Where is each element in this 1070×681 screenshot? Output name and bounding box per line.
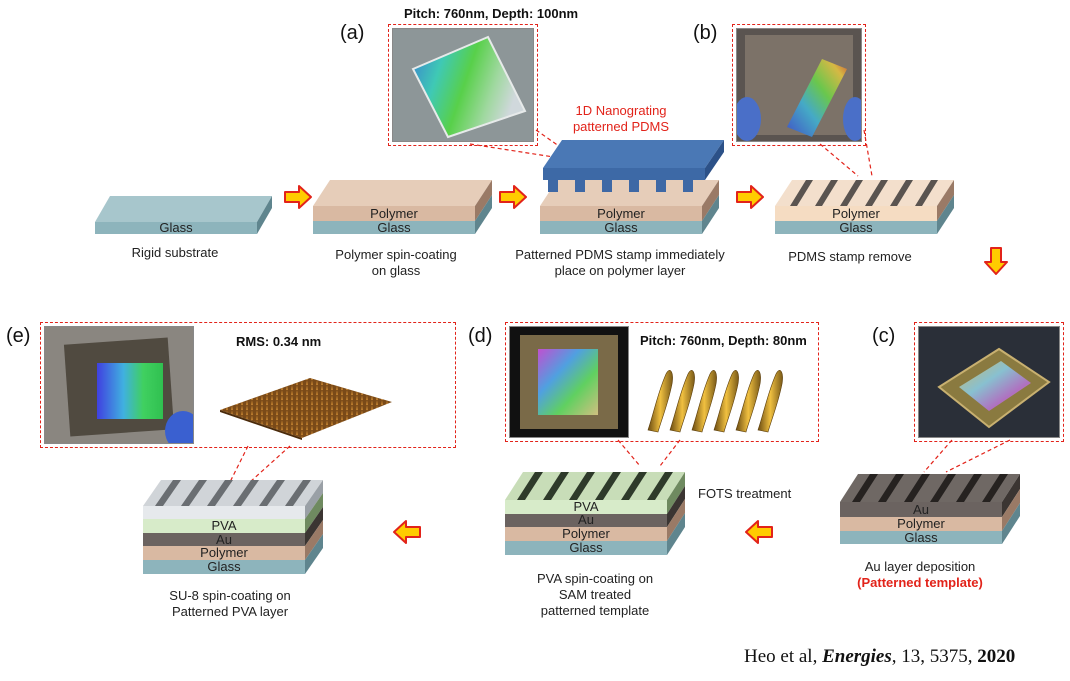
citation-volume: , 13, 5375, xyxy=(891,646,978,667)
caption-fots: FOTS treatment xyxy=(698,486,792,501)
caption-su8-spin: SU-8 spin-coating on Patterned PVA layer xyxy=(130,588,330,620)
layer-polymer-5: Polymer xyxy=(897,516,945,531)
stack-pva xyxy=(505,472,685,555)
caption-au-deposition: Au layer deposition (Patterned template) xyxy=(840,559,1000,591)
stack-au-template xyxy=(840,474,1020,544)
layer-glass-5: Glass xyxy=(904,530,938,545)
arrow-step-1 xyxy=(284,185,312,209)
layer-pva-6: PVA xyxy=(573,499,598,514)
photo-frame-e xyxy=(40,322,456,448)
caption-polymer-spin: Polymer spin-coating on glass xyxy=(306,247,486,279)
caption-pdms-place-2: place on polymer layer xyxy=(554,263,686,278)
photo-grating-b xyxy=(736,28,862,142)
layer-au-6: Au xyxy=(578,512,594,527)
caption-pdms-place-1: Patterned PDMS stamp immediately xyxy=(515,247,725,262)
panel-label-c: (c) xyxy=(872,325,896,347)
afm-surface-e xyxy=(220,378,392,440)
arrow-step-5 xyxy=(745,520,773,544)
layer-glass-2: Glass xyxy=(377,220,411,235)
pva-sample-image xyxy=(510,327,628,437)
citation-year: 2020 xyxy=(977,646,1016,667)
caption-au-deposition-1: Au layer deposition xyxy=(864,559,976,574)
pitch-depth-a: Pitch: 760nm, Depth: 100nm xyxy=(404,6,579,21)
layer-glass-3: Glass xyxy=(604,220,638,235)
arrow-step-6 xyxy=(393,520,421,544)
photo-pva-d xyxy=(509,326,629,438)
layer-glass-4: Glass xyxy=(839,220,873,235)
caption-polymer-spin-2: on glass xyxy=(371,263,421,278)
stack-polymer-glass xyxy=(313,180,492,234)
photo-template-c xyxy=(918,326,1060,438)
photo-frame-a xyxy=(388,24,538,146)
layer-polymer-6: Polymer xyxy=(562,526,610,541)
pdms-label: 1D Nanograting patterned PDMS xyxy=(556,103,686,135)
stack-rigid-substrate xyxy=(95,196,272,234)
panel-label-d: (d) xyxy=(468,325,493,347)
pdms-stamp-image xyxy=(737,29,861,141)
photo-frame-c xyxy=(914,322,1064,442)
pdms-label-line2: patterned PDMS xyxy=(572,119,670,134)
caption-su8-spin-1: SU-8 spin-coating on xyxy=(169,588,291,603)
caption-rigid-substrate: Rigid substrate xyxy=(131,245,219,260)
photo-grating-a xyxy=(392,28,534,142)
su8-sample-image xyxy=(45,327,193,443)
layer-au-7: Au xyxy=(216,532,232,547)
panel-label-e: (e) xyxy=(6,325,31,347)
layer-polymer-2: Polymer xyxy=(370,206,418,221)
caption-pva-spin-1: PVA spin-coating on xyxy=(536,571,654,586)
panel-label-b: (b) xyxy=(693,22,718,44)
arrow-step-2 xyxy=(499,185,527,209)
pitch-depth-d: Pitch: 760nm, Depth: 80nm xyxy=(640,333,807,348)
layer-polymer-7: Polymer xyxy=(200,545,248,560)
layer-polymer-3: Polymer xyxy=(597,206,645,221)
caption-su8-spin-2: Patterned PVA layer xyxy=(171,604,289,619)
layer-glass-1: Glass xyxy=(159,220,193,235)
layer-glass-7: Glass xyxy=(207,559,241,574)
caption-pdms-place: Patterned PDMS stamp immediately place o… xyxy=(500,247,740,279)
citation-journal: Energies xyxy=(822,646,892,667)
layer-glass-6: Glass xyxy=(569,540,603,555)
citation-authors: Heo et al, xyxy=(744,646,823,667)
layer-au-5: Au xyxy=(913,502,929,517)
layer-polymer-4: Polymer xyxy=(832,206,880,221)
caption-pva-spin-3: patterned template xyxy=(540,603,650,618)
photo-su8-e xyxy=(44,326,194,444)
au-template-image xyxy=(919,327,1059,437)
citation: Heo et al, Energies, 13, 5375, 2020 xyxy=(744,646,1015,668)
pdms-label-line1: 1D Nanograting xyxy=(575,103,667,118)
stack-pdms-stamp xyxy=(540,140,724,234)
caption-pva-spin-2: SAM treated xyxy=(558,587,632,602)
photo-frame-d xyxy=(505,322,819,442)
panel-label-a: (a) xyxy=(340,22,365,44)
layer-pva-7: PVA xyxy=(211,518,236,533)
stack-patterned-polymer xyxy=(775,180,954,234)
arrow-step-3 xyxy=(736,185,764,209)
afm-grating-d xyxy=(647,370,783,433)
caption-polymer-spin-1: Polymer spin-coating xyxy=(335,247,457,262)
caption-patterned-template: (Patterned template) xyxy=(857,575,983,590)
photo-frame-b xyxy=(732,24,866,146)
stack-su8 xyxy=(143,480,323,574)
arrow-step-4 xyxy=(984,247,1008,275)
caption-pva-spin: PVA spin-coating on SAM treated patterne… xyxy=(500,571,690,619)
caption-pdms-remove: PDMS stamp remove xyxy=(788,249,912,264)
grating-sample-image xyxy=(393,29,533,141)
rms-label: RMS: 0.34 nm xyxy=(236,334,322,349)
